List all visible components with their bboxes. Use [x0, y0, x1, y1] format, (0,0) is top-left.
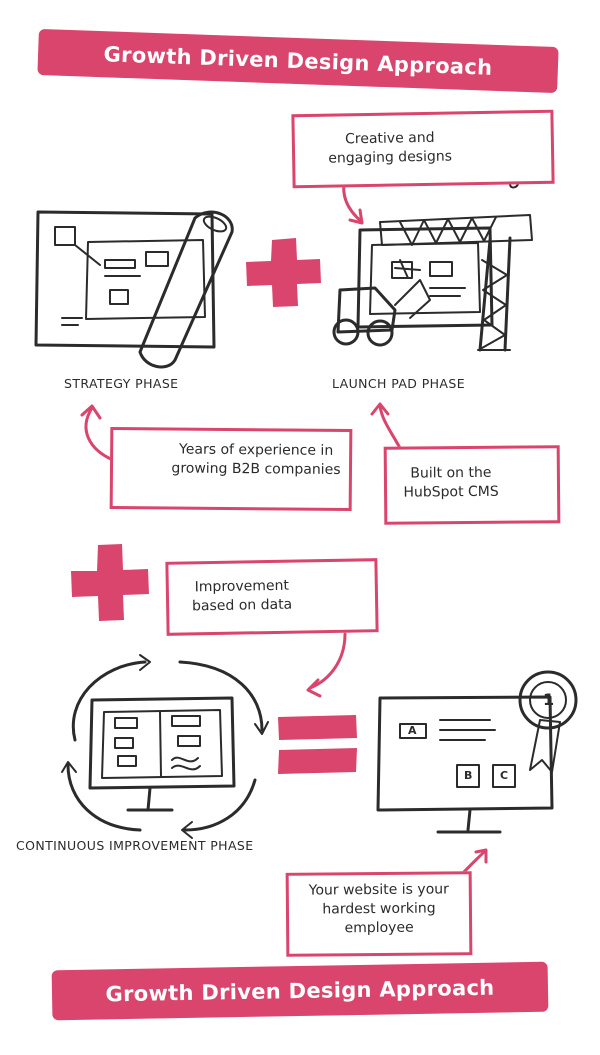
note-experience: Years of experience in growing B2B compa…: [109, 426, 353, 512]
plus-icon-1: [246, 238, 321, 307]
arrow-improvement-to-continuous: [308, 632, 347, 690]
plus-icon-2: [71, 544, 149, 621]
award-number: 1: [543, 690, 555, 709]
blueprint-roll-icon: [138, 210, 234, 369]
note-improvement: Improvement based on data: [165, 558, 379, 636]
note-hubspot-text: Built on the HubSpot CMS: [403, 464, 499, 501]
arrow-hubspot-to-launch: [378, 404, 402, 450]
note-experience-text: Years of experience in growing B2B compa…: [171, 441, 341, 478]
result-letter-c: C: [500, 769, 509, 782]
note-website: Your website is your hardest working emp…: [285, 871, 473, 957]
note-hubspot: Built on the HubSpot CMS: [383, 445, 561, 525]
note-creative-text: Creative and engaging designs: [328, 129, 453, 167]
continuous-monitor-icon: [88, 696, 236, 812]
strategy-monitor-icon: [34, 210, 216, 349]
continuous-phase-label: CONTINUOUS IMPROVEMENT PHASE: [16, 838, 254, 853]
note-improvement-text: Improvement based on data: [191, 577, 293, 615]
cycle-arrows-icon: [61, 654, 269, 839]
result-monitor-icon: [376, 695, 554, 834]
bottom-title-banner: Growth Driven Design Approach: [51, 961, 549, 1021]
bottom-title: Growth Driven Design Approach: [105, 975, 495, 1007]
bulldozer-icon: [332, 259, 431, 347]
award-ribbon-icon: [518, 670, 578, 773]
result-letter-b: B: [464, 769, 473, 782]
launch-pad-phase-label: LAUNCH PAD PHASE: [332, 376, 466, 391]
result-letter-a: A: [408, 724, 417, 737]
note-website-text: Your website is your hardest working emp…: [308, 881, 449, 937]
equals-icon: [278, 715, 357, 774]
crane-icon: [379, 214, 533, 352]
strategy-phase-label: STRATEGY PHASE: [64, 376, 179, 391]
arrow-experience-to-strategy: [84, 406, 115, 462]
note-creative: Creative and engaging designs: [291, 109, 555, 189]
